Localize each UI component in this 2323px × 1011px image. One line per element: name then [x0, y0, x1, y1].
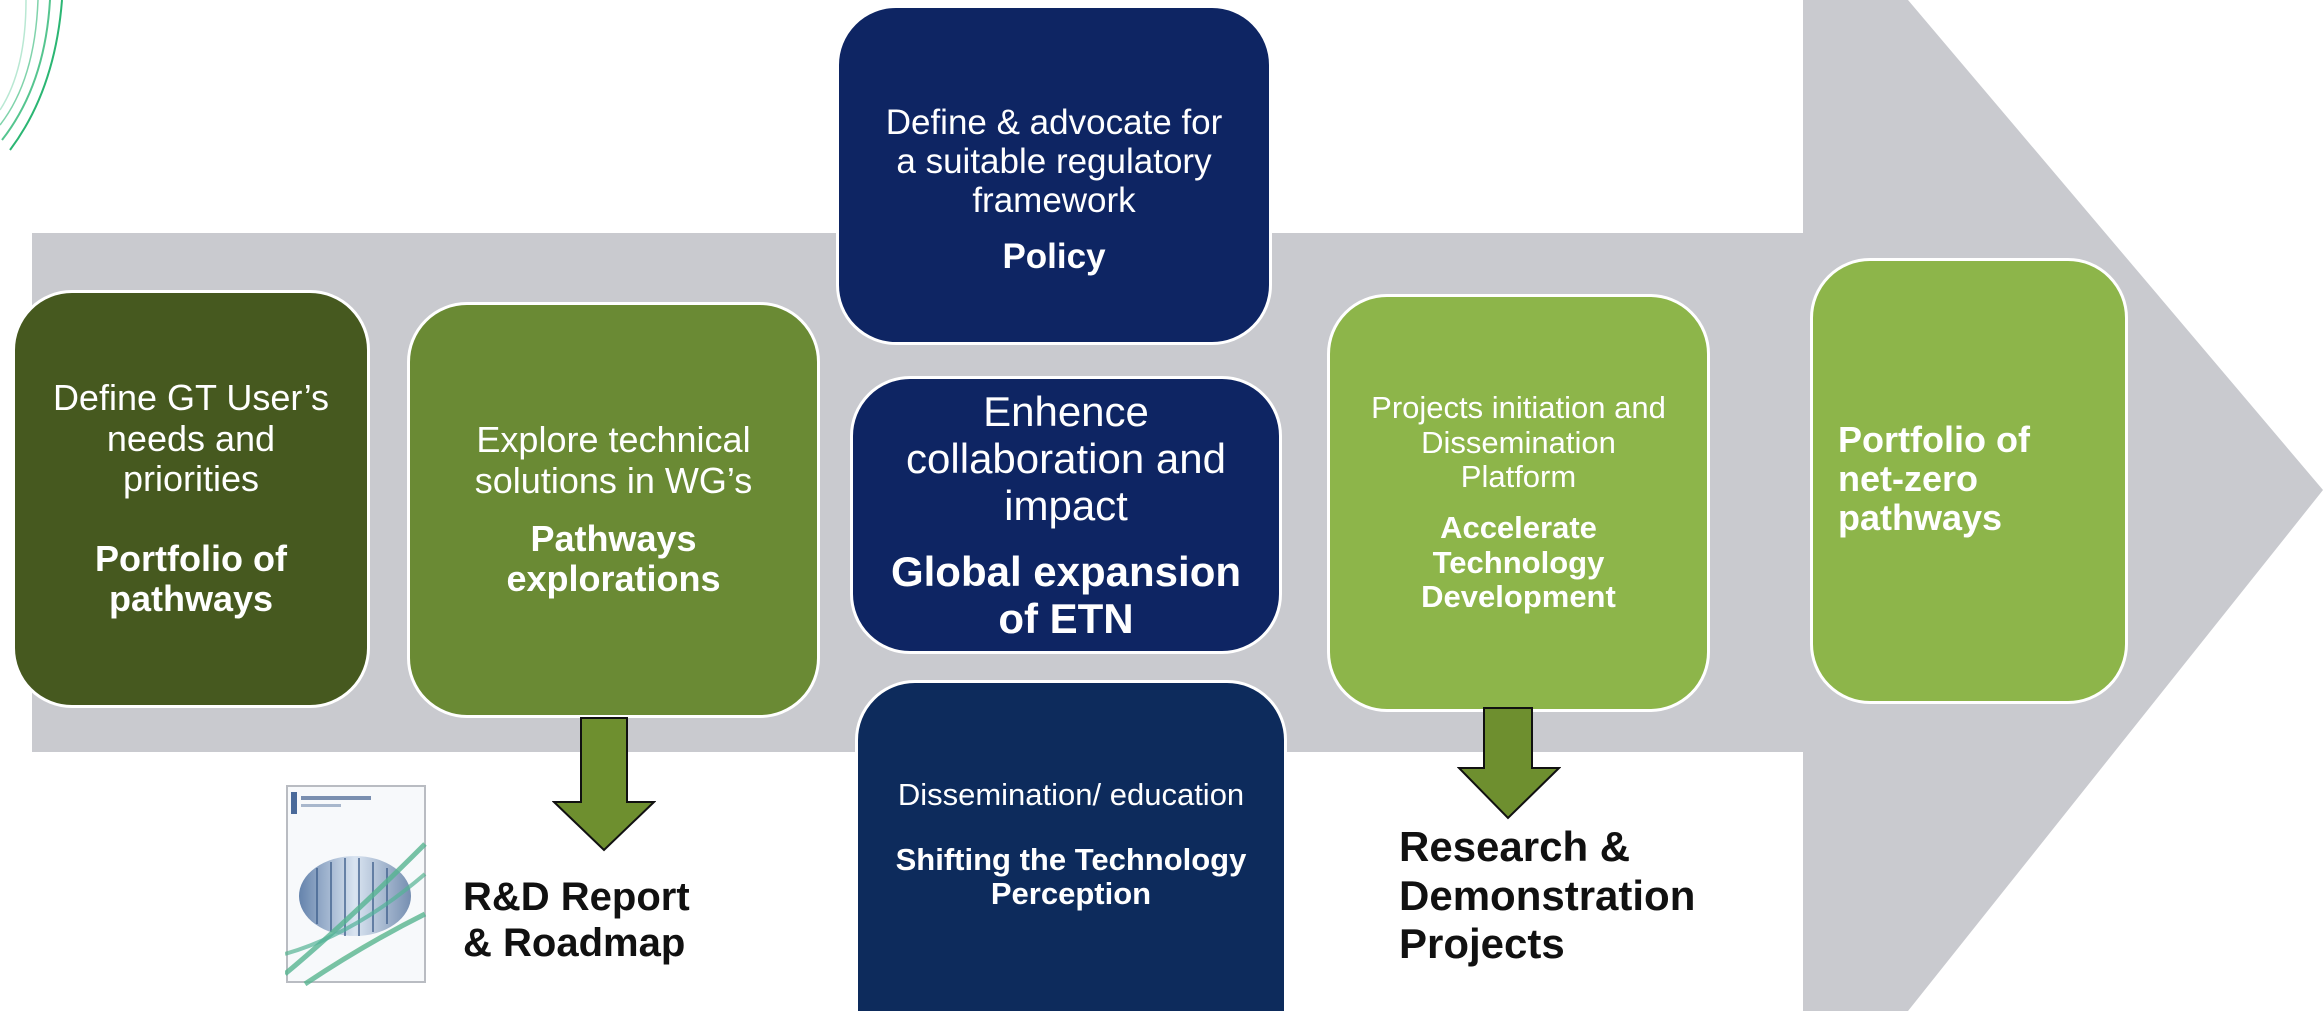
- projects-text: Projects initiation and Dissemination Pl…: [1371, 389, 1666, 495]
- policy-heading: Policy: [1002, 236, 1106, 276]
- user-needs-text: Define GT User’s needs and priorities: [52, 377, 330, 499]
- policy-box: Define & advocate for a suitable regulat…: [836, 5, 1272, 345]
- portfolio-heading: Portfolio of net-zero pathways: [1838, 419, 2030, 538]
- dissemination-text: Dissemination/ education: [897, 777, 1245, 812]
- collaboration-box: Enhence collaboration and impact Global …: [850, 376, 1282, 654]
- collaboration-text: Enhence collaboration and impact: [906, 388, 1226, 530]
- projects-heading: Accelerate Technology Development: [1421, 510, 1616, 615]
- research-down-arrow: [1457, 707, 1561, 820]
- projects-box: Projects initiation and Dissemination Pl…: [1327, 294, 1710, 712]
- net-zero-portfolio-box: Portfolio of net-zero pathways: [1810, 258, 2128, 704]
- dissemination-heading: Shifting the Technology Perception: [895, 841, 1247, 912]
- decorative-swirl: [0, 0, 63, 151]
- policy-text: Define & advocate for a suitable regulat…: [885, 103, 1223, 221]
- dissemination-box: Dissemination/ education Shifting the Te…: [855, 680, 1287, 1011]
- explore-text: Explore technical solutions in WG’s: [474, 419, 753, 501]
- report-cover-image: [285, 785, 427, 986]
- collaboration-heading: Global expansion of ETN: [890, 547, 1242, 642]
- report-down-arrow: [552, 717, 656, 852]
- research-projects-label: Research & Demonstration Projects: [1399, 823, 1696, 968]
- explore-solutions-box: Explore technical solutions in WG’s Path…: [407, 302, 820, 718]
- rd-report-label: R&D Report & Roadmap: [463, 875, 690, 966]
- user-needs-box: Define GT User’s needs and priorities Po…: [12, 290, 370, 708]
- explore-heading: Pathways explorations: [506, 518, 721, 600]
- user-needs-heading: Portfolio of pathways: [95, 538, 287, 620]
